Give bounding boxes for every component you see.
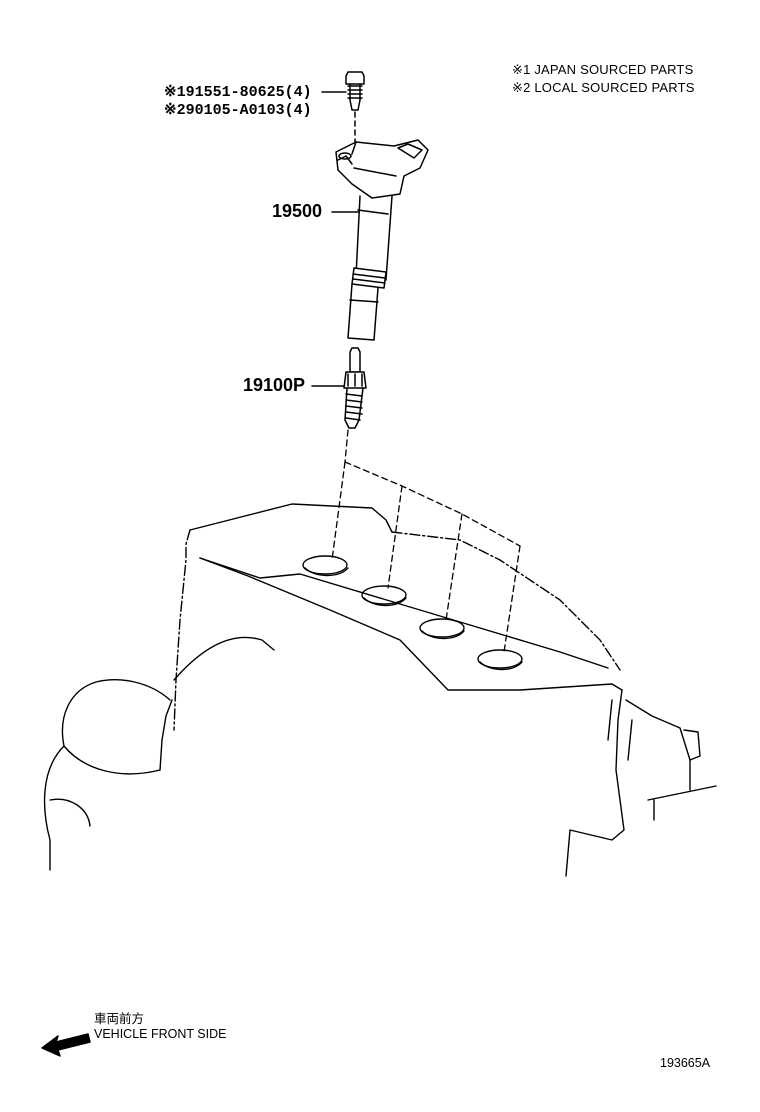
cylinder-holes: [302, 555, 523, 671]
ignition-coil-part-number: 19500: [272, 201, 323, 221]
spark-plug-drawing: [343, 347, 367, 429]
figure-id: 193665A: [660, 1056, 711, 1070]
legend-local-sourced: ※2 LOCAL SOURCED PARTS: [512, 80, 695, 95]
ignition-coil-drawing: [335, 139, 429, 341]
bolt-part-number-local: ※290105-A0103(4): [164, 102, 312, 119]
arrow-left-icon: [41, 1033, 91, 1057]
cylinder-projection-lines: [331, 429, 521, 653]
vehicle-front-label: VEHICLE FRONT SIDE: [94, 1027, 227, 1041]
engine-block-drawing: [43, 503, 717, 877]
vehicle-front-label-jp: 車両前方: [94, 1012, 145, 1026]
bolt-drawing: [345, 71, 365, 111]
spark-plug-part-number: 19100P: [243, 375, 306, 395]
bolt-part-number-japan: ※191551-80625(4): [164, 84, 312, 101]
legend-japan-sourced: ※1 JAPAN SOURCED PARTS: [512, 62, 694, 77]
